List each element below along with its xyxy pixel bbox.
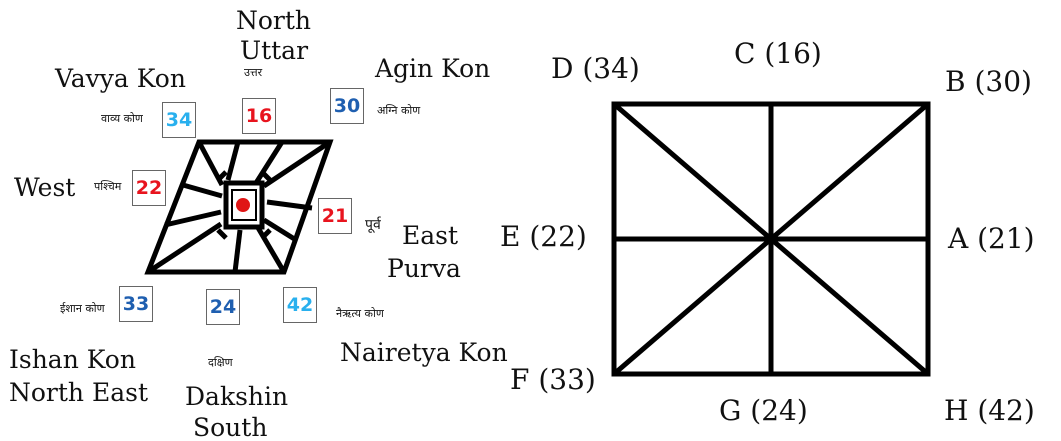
label-north: North [236, 6, 312, 35]
label-f: F (33) [510, 363, 596, 396]
left-parallelogram [144, 139, 334, 275]
label-purva: Purva [387, 254, 461, 283]
label-c: C (16) [734, 37, 822, 70]
hindi-vavya: वाव्य कोण [101, 112, 143, 125]
box-north: 16 [242, 98, 276, 134]
label-east: East [402, 221, 459, 250]
right-square [611, 101, 931, 377]
spoke-east [266, 199, 313, 211]
box-ishan: 33 [119, 286, 153, 322]
spoke-west-low [164, 209, 222, 228]
label-e: E (22) [500, 220, 587, 253]
label-south: South [193, 413, 268, 441]
label-north-east: North East [9, 378, 149, 407]
label-b: B (30) [945, 65, 1032, 98]
hindi-agni: अग्नि कोण [377, 104, 421, 117]
hindi-purva: पूर्व [365, 217, 381, 233]
label-d: D (34) [551, 52, 640, 85]
spoke-ne [262, 139, 332, 189]
hindi-pashchim: पश्चिम [94, 180, 122, 193]
spoke-east-low [262, 217, 298, 243]
box-nairitya: 42 [283, 287, 317, 323]
box-west: 22 [132, 170, 166, 206]
hindi-ishan: ईशान कोण [60, 302, 105, 315]
hindi-uttar: उत्तर [244, 66, 263, 79]
label-agin-kon: Agin Kon [375, 54, 491, 83]
spoke-south [232, 229, 243, 273]
label-ishan-kon: Ishan Kon [9, 345, 136, 374]
spoke-top-right [253, 140, 285, 185]
spoke-sw [146, 221, 223, 275]
spoke-se [254, 224, 287, 274]
center-dot [236, 198, 250, 212]
box-vavya: 34 [162, 102, 196, 138]
label-vavya-kon: Vavya Kon [55, 64, 186, 93]
box-agni: 30 [330, 88, 364, 124]
spoke-top-left [225, 141, 241, 181]
box-east: 21 [318, 198, 352, 234]
label-h: H (42) [944, 394, 1035, 427]
label-uttar: Uttar [240, 36, 309, 65]
label-dakshin: Dakshin [185, 382, 289, 411]
label-nairetya-kon: Nairetya Kon [340, 338, 508, 367]
label-west: West [14, 173, 76, 202]
label-a: A (21) [948, 222, 1035, 255]
label-g: G (24) [719, 394, 808, 427]
spoke-west [182, 182, 223, 199]
hindi-dakshin: दक्षिण [208, 356, 233, 369]
hindi-nairitya: नैऋत्य कोण [336, 307, 384, 320]
box-south: 24 [206, 289, 240, 325]
